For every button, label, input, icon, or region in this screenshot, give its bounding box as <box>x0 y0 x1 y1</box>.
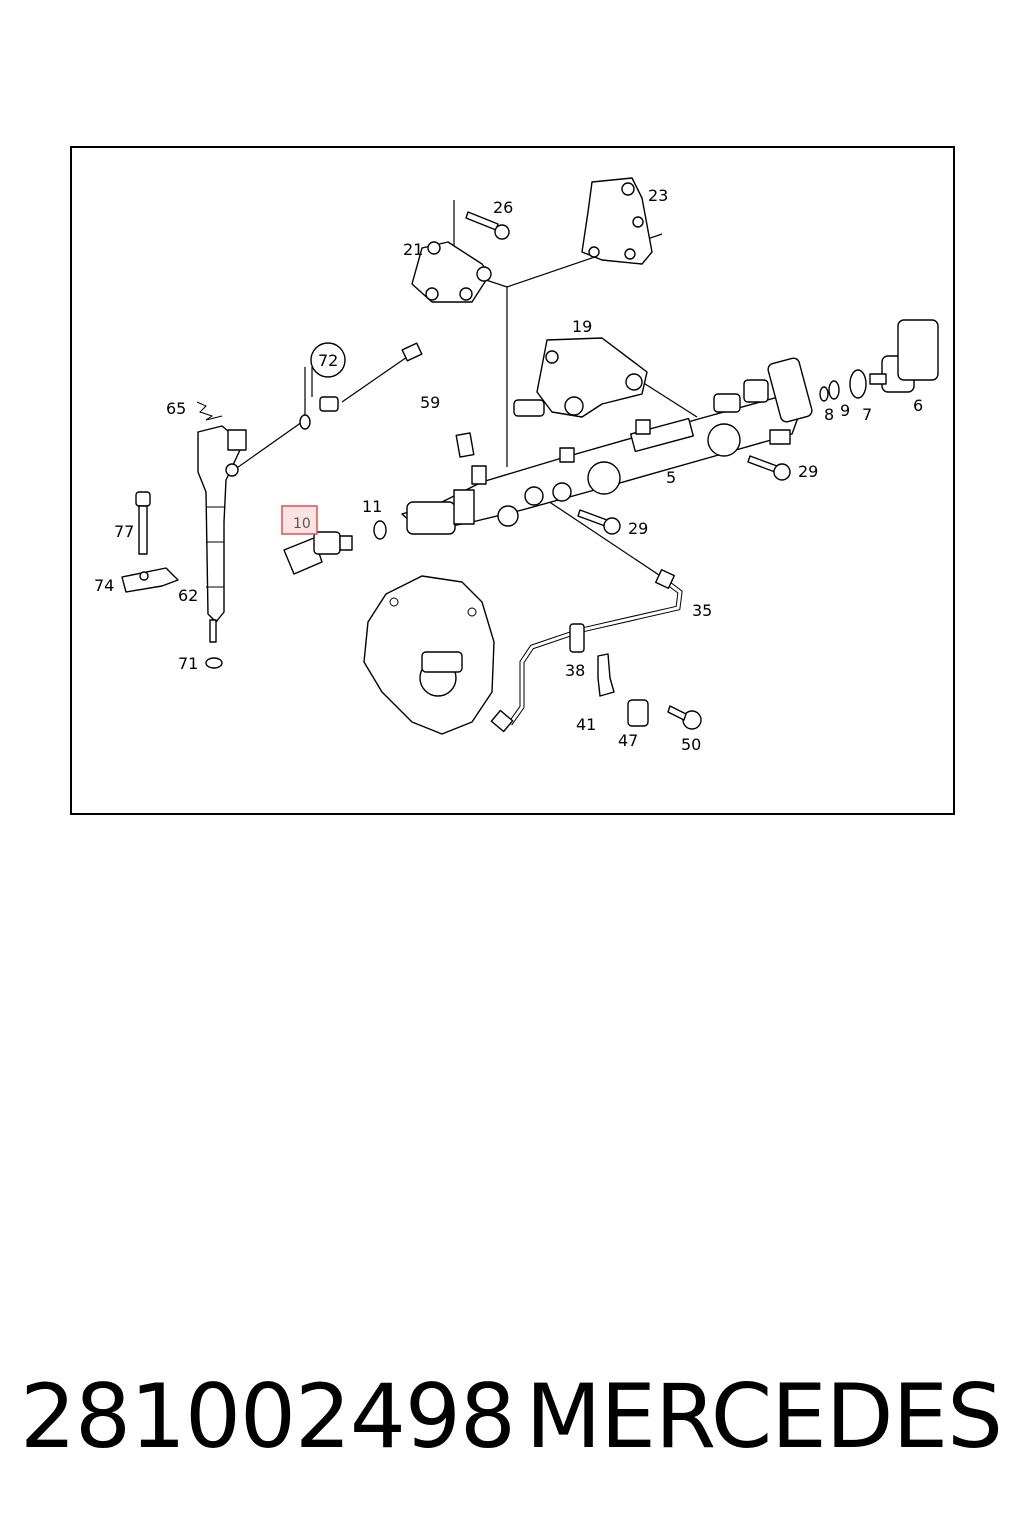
seal-9 <box>828 380 840 400</box>
callout-50: 50 <box>681 735 701 754</box>
callout-59: 59 <box>420 393 440 412</box>
seal-11 <box>373 520 387 540</box>
diagram-frame: 26 23 21 72 19 65 59 8 9 7 6 5 29 11 77 … <box>70 146 955 815</box>
callout-38: 38 <box>565 661 585 680</box>
callout-71: 71 <box>178 654 198 673</box>
callout-26: 26 <box>493 198 513 217</box>
bolt-77 <box>135 491 151 555</box>
clamp-38 <box>569 623 585 653</box>
highlight-box-10 <box>281 505 318 535</box>
callout-65: 65 <box>166 399 186 418</box>
callout-9: 9 <box>840 401 850 420</box>
sleeve-47 <box>627 699 649 727</box>
callout-circle-72 <box>310 342 346 378</box>
bracket-21 <box>411 241 492 303</box>
injector-62 <box>197 425 247 643</box>
pipe-35 <box>490 568 683 733</box>
part-number: 281002498 <box>20 1365 516 1468</box>
callout-21: 21 <box>403 240 423 259</box>
callout-62: 62 <box>178 586 198 605</box>
clip-41 <box>597 653 615 697</box>
callout-72: 72 <box>318 351 338 370</box>
callout-5: 5 <box>666 468 676 487</box>
fuel-line-59 <box>401 342 476 458</box>
claw-74 <box>121 567 179 593</box>
callout-6: 6 <box>913 396 923 415</box>
seal-8 <box>819 386 829 402</box>
callout-10: 10 <box>293 516 311 532</box>
bolt-50 <box>667 705 702 730</box>
callout-74: 74 <box>94 576 114 595</box>
callout-29-lower: 29 <box>628 519 648 538</box>
bolt-29-upper <box>747 455 791 481</box>
callout-47: 47 <box>618 731 638 750</box>
callout-19: 19 <box>572 317 592 336</box>
seal-ring-72 <box>299 396 339 430</box>
callout-77: 77 <box>114 522 134 541</box>
callout-41: 41 <box>576 715 596 734</box>
bolt-26 <box>465 211 510 240</box>
rail-5 <box>401 357 813 535</box>
callout-29-upper: 29 <box>798 462 818 481</box>
clip-65 <box>196 401 223 421</box>
callout-11: 11 <box>362 497 382 516</box>
o-ring-7 <box>849 369 867 399</box>
callout-23: 23 <box>648 186 668 205</box>
callout-8: 8 <box>824 405 834 424</box>
pressure-sensor-10 <box>283 531 353 575</box>
callout-labels: 26 23 21 72 19 65 59 8 9 7 6 5 29 11 77 … <box>94 186 923 754</box>
washer-71 <box>205 657 223 669</box>
exploded-parts-diagram: 26 23 21 72 19 65 59 8 9 7 6 5 29 11 77 … <box>94 177 939 754</box>
brand-name: MERCEDES <box>525 1365 1003 1468</box>
bolt-29-lower <box>577 509 621 535</box>
callout-35: 35 <box>692 601 712 620</box>
callout-7: 7 <box>862 405 872 424</box>
high-pressure-pump <box>363 575 495 735</box>
bracket-19 <box>513 337 648 418</box>
pressure-valve-6 <box>869 319 939 393</box>
bracket-23 <box>581 177 653 265</box>
footer: 281002498 MERCEDES <box>0 1362 1024 1472</box>
